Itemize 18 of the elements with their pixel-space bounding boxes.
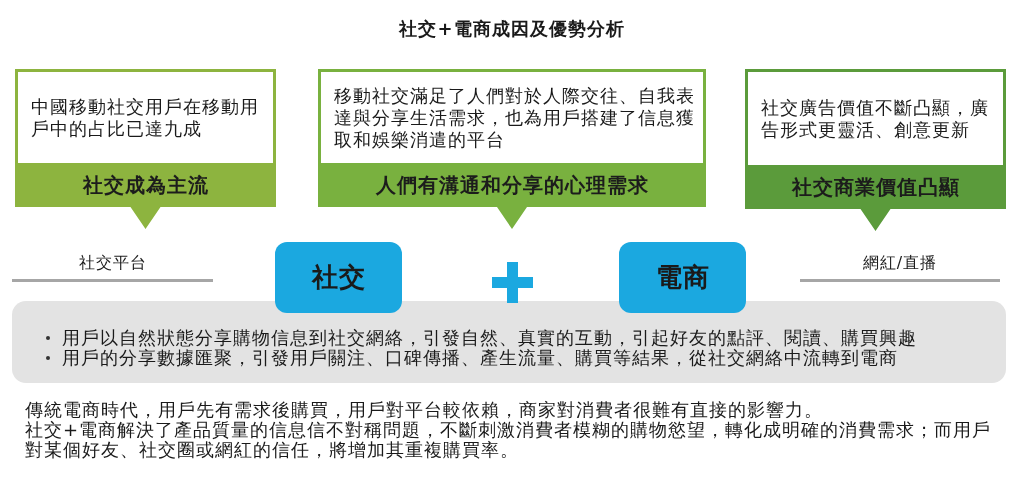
card-heading: 社交成為主流 — [82, 172, 209, 199]
tile-label: 社交 — [311, 261, 366, 294]
card-text: 社交廣告價值不斷凸顯，廣告形式更靈活、創意更新 — [761, 96, 990, 141]
card-text: 移動社交滿足了人們對於人際交往、自我表達與分享生活需求，也為用戶搭建了信息獲取和娛樂消遣的平台 — [334, 84, 696, 151]
section-label: 網紅/直播 — [862, 252, 938, 274]
body-paragraph: 社交+電商解決了產品質量的信息信不對稱問題，不斷刺激消費者模糊的購物慾望，轉化成明確的消費需求；而用戶對某個好友、社交圈或網紅的信任，將增加其重複購買率。 — [25, 420, 993, 460]
tile-label: 電商 — [655, 261, 710, 294]
info-panel — [12, 301, 1006, 383]
body-paragraph: 傳統電商時代，用戶先有需求後購買，用戶對平台較依賴，商家對消費者很難有直接的影響力。 — [25, 400, 824, 420]
bullet-text: 用戶以自然狀態分享購物信息到社交網絡，引發自然、真實的互動，引起好友的點評、閱讀、購買興趣 — [62, 328, 917, 348]
concept-tile — [275, 242, 402, 313]
diagram-title: 社交+電商成因及優勢分析 — [399, 17, 625, 41]
concept-tile — [619, 242, 746, 313]
card-heading: 社交商業價值凸顯 — [791, 174, 960, 201]
card-heading: 人們有溝通和分享的心理需求 — [375, 172, 649, 199]
bullet-text: 用戶的分享數據匯聚，引發用戶關注、口碑傳播、產生流量、購買等結果，從社交網絡中流轉到電商 — [62, 348, 898, 368]
section-label: 社交平台 — [78, 252, 147, 274]
card-text: 中國移動社交用戶在移動用戶中的占比已達九成 — [31, 95, 260, 140]
